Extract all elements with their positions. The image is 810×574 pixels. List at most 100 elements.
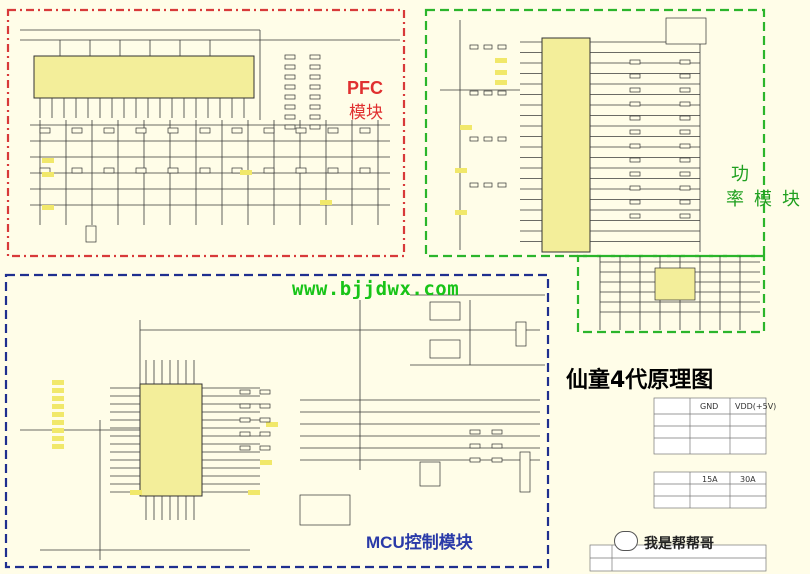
component: [284, 64, 296, 70]
component: [239, 445, 251, 451]
component: [679, 157, 691, 163]
component: [135, 167, 147, 174]
component: [259, 417, 271, 423]
component: [239, 417, 251, 423]
component: [483, 44, 493, 50]
component: [679, 185, 691, 191]
component: [629, 157, 641, 163]
component: [167, 127, 179, 134]
schematic-canvas: [4, 8, 767, 572]
component: [629, 143, 641, 149]
component: [469, 182, 479, 188]
net-label: [52, 436, 64, 441]
component: [309, 94, 321, 100]
component: [239, 403, 251, 409]
net-label: [52, 428, 64, 433]
component: [519, 451, 531, 493]
pfc-module-subtitle: 模块: [349, 103, 383, 122]
net-label: [460, 125, 472, 130]
component: [71, 127, 83, 134]
component: [71, 167, 83, 174]
component: [309, 54, 321, 60]
component: [259, 403, 271, 409]
component: [469, 136, 479, 142]
component: [103, 127, 115, 134]
component: [497, 90, 507, 96]
component: [309, 64, 321, 70]
component: [665, 17, 707, 45]
component: [629, 213, 641, 219]
component: [491, 443, 503, 449]
mcu-ic: [139, 383, 203, 497]
component: [679, 143, 691, 149]
component: [167, 167, 179, 174]
component: [679, 87, 691, 93]
component: [327, 167, 339, 174]
component: [469, 429, 481, 435]
net-label: [52, 404, 64, 409]
component: [491, 429, 503, 435]
component: [483, 136, 493, 142]
net-label: [42, 172, 54, 177]
component: [135, 127, 147, 134]
component: [469, 44, 479, 50]
component: [469, 443, 481, 449]
component: [295, 167, 307, 174]
component: [629, 73, 641, 79]
website-url: www.bjjdwx.com: [292, 278, 460, 300]
component: [359, 127, 371, 134]
net-label: [52, 412, 64, 417]
component: [239, 389, 251, 395]
component: [259, 431, 271, 437]
mcu-module-title: MCU控制模块: [366, 533, 473, 552]
component: [469, 457, 481, 463]
net-label: [495, 70, 507, 75]
table-header-15a: 15A: [702, 475, 718, 484]
component: [309, 124, 321, 130]
net-label: [42, 158, 54, 163]
component: [491, 457, 503, 463]
component: [429, 339, 461, 359]
net-label: [240, 170, 252, 175]
net-label: [52, 420, 64, 425]
components: [39, 17, 707, 526]
component: [85, 225, 97, 243]
component: [629, 199, 641, 205]
component: [359, 167, 371, 174]
mcu-module-border: [4, 273, 550, 569]
info-table: [589, 397, 767, 572]
component: [483, 182, 493, 188]
component: [309, 74, 321, 80]
table-header-vdd: VDD(+5V): [735, 402, 777, 411]
net-label: [52, 388, 64, 393]
component: [199, 127, 211, 134]
component: [239, 431, 251, 437]
component: [284, 114, 296, 120]
component: [259, 389, 271, 395]
component: [299, 494, 351, 526]
net-label: [266, 422, 278, 427]
component: [629, 129, 641, 135]
component: [429, 301, 461, 321]
watermark-text: 我是帮帮哥: [644, 535, 714, 551]
component: [284, 54, 296, 60]
net-label: [52, 380, 64, 385]
component: [629, 185, 641, 191]
component: [327, 127, 339, 134]
component: [284, 74, 296, 80]
component: [515, 321, 527, 347]
component: [497, 182, 507, 188]
net-label: [260, 460, 272, 465]
power-module-border: [424, 8, 766, 258]
component: [629, 87, 641, 93]
net-label: [130, 490, 142, 495]
component: [469, 90, 479, 96]
component: [103, 167, 115, 174]
power-module-title-1: 功: [731, 164, 749, 184]
power-module-title-2: 率模块: [726, 189, 810, 209]
schematic-title: 仙童4代原理图: [566, 368, 714, 393]
component: [419, 461, 441, 487]
component: [284, 124, 296, 130]
pfc-module-title: PFC: [347, 78, 383, 98]
net-label: [248, 490, 260, 495]
